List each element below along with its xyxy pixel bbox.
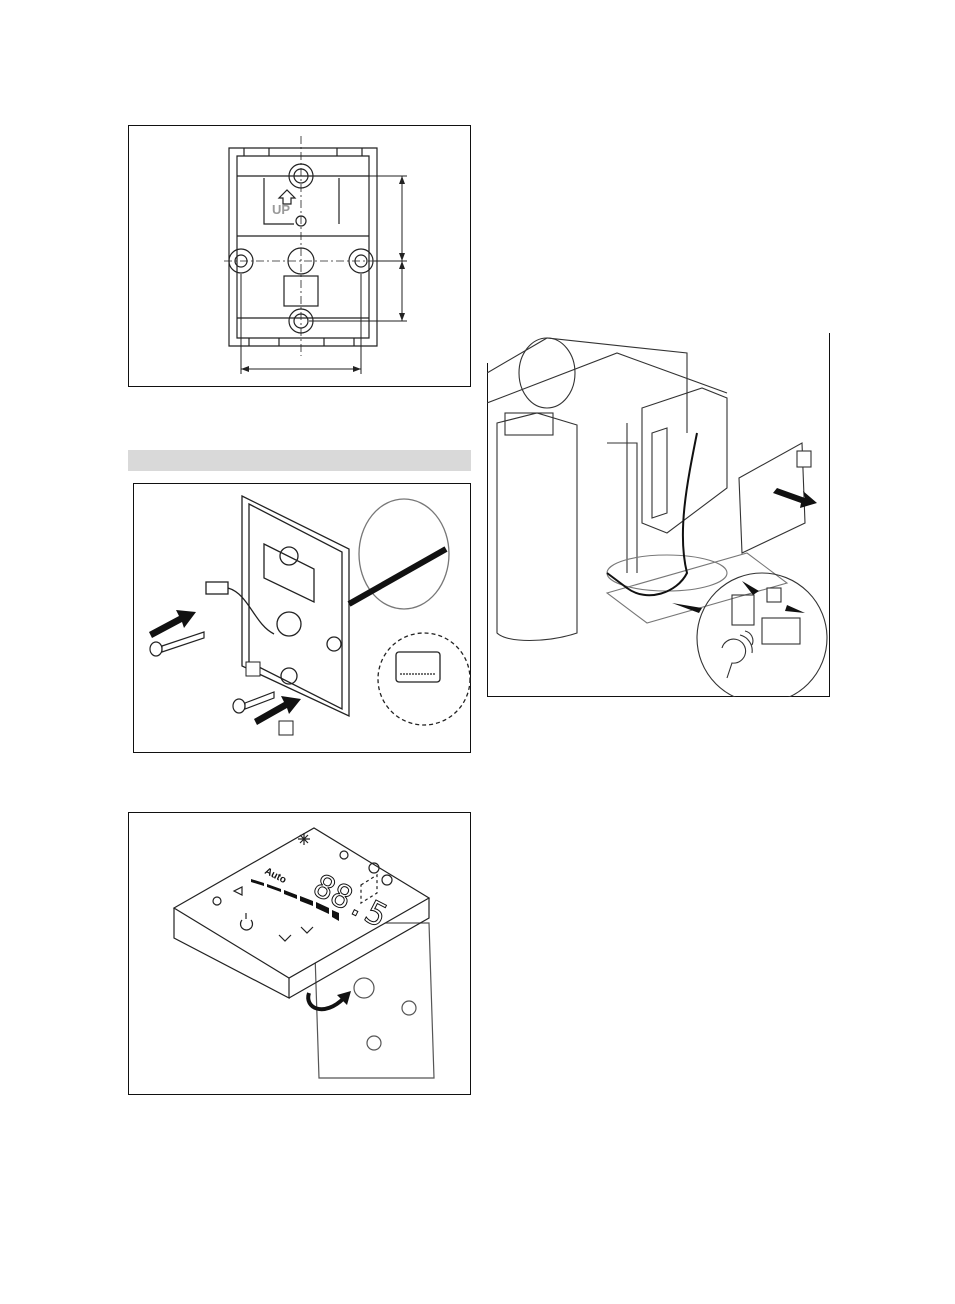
figure-mounting-template: UP xyxy=(128,125,471,387)
section-heading-bar xyxy=(128,450,471,471)
unit-connection-drawing xyxy=(487,333,830,697)
up-label: UP xyxy=(272,202,290,217)
figure-unit-connection xyxy=(487,333,830,697)
controller-drawing: 88.5 Auto xyxy=(129,813,472,1096)
wall-mounting-drawing xyxy=(134,484,472,754)
figure-wall-mounting xyxy=(133,483,471,753)
figure-controller-mount: 88.5 Auto xyxy=(128,812,471,1095)
mounting-template-drawing: UP xyxy=(129,126,472,388)
